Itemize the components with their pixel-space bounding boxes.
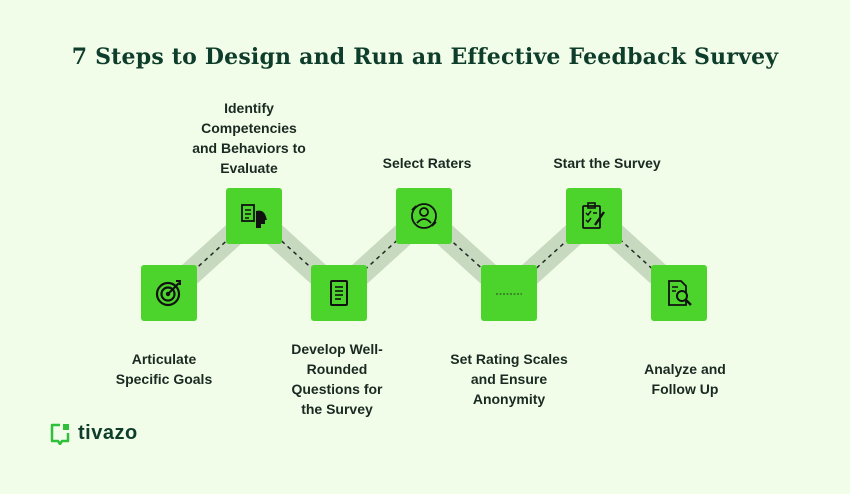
step-5-label: Set Rating Scales and Ensure Anonymity [450,351,568,407]
step-4-label: Select Raters [382,155,472,171]
clipboard-pen-icon [582,202,605,229]
step-7-label: Analyze and Follow Up [644,361,726,397]
step-6-box [566,188,622,244]
brand-name: tivazo [78,422,138,444]
rater-icon [411,203,437,229]
step-2-box [226,188,282,244]
rating-scale-icon [496,293,522,295]
page-title: 7 Steps to Design and Run an Effective F… [71,44,779,70]
step-1-label: Articulate Specific Goals [115,351,213,387]
step-3-box [311,265,367,321]
target-icon [155,280,181,307]
step-6-label: Start the Survey [553,155,661,171]
step-5-box [481,265,537,321]
document-icon [330,280,348,306]
tivazo-logo-icon [50,423,70,445]
step-4-box [396,188,452,244]
step-2-label: Identify Competencies and Behaviors to E… [192,100,306,176]
brand-logo: tivazo [50,422,138,445]
step-3-label: Develop Well- Rounded Questions for the … [291,341,383,417]
step-7-box [651,265,707,321]
report-magnifier-icon [668,280,692,306]
checklist-head-icon [241,204,267,228]
step-1-box [141,265,197,321]
